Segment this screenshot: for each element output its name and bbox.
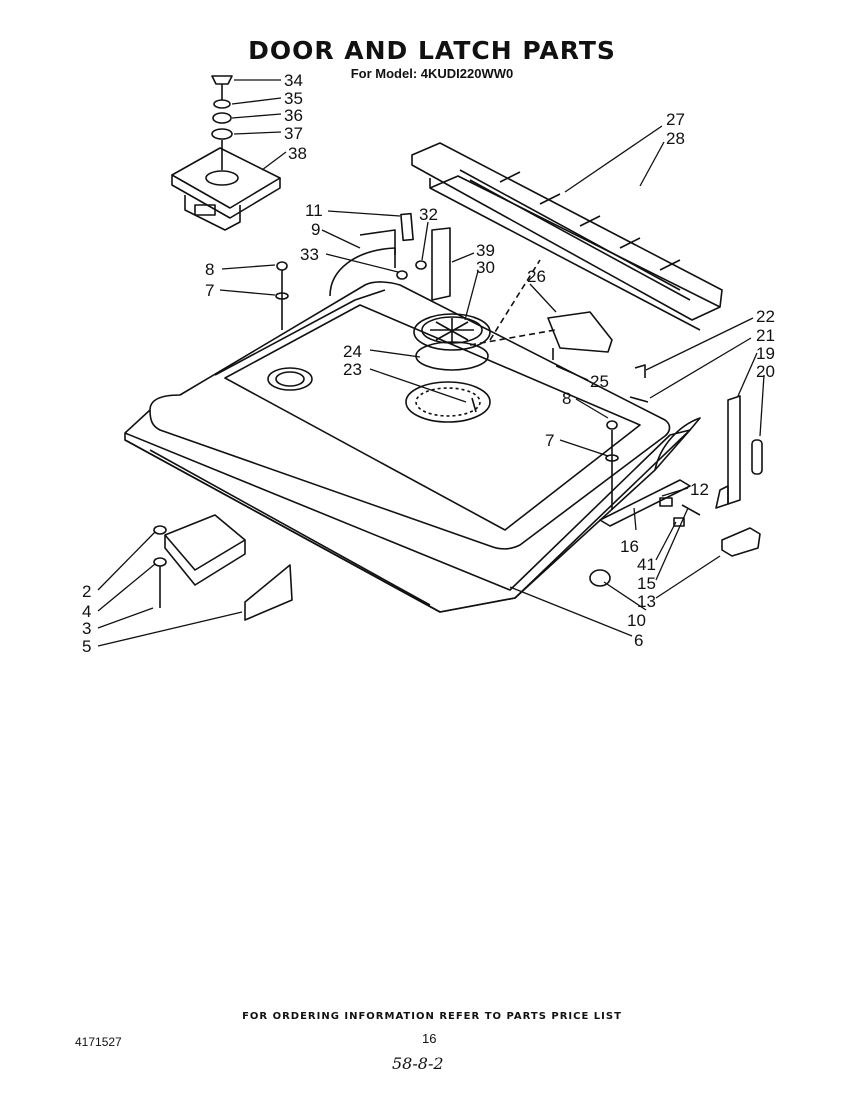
callout-9: 9 — [311, 220, 320, 239]
callout-23: 23 — [343, 360, 362, 379]
knob-34 — [211, 75, 233, 85]
handwritten-note: 58-8-2 — [392, 1054, 444, 1073]
callout-13: 13 — [637, 592, 656, 611]
callout-37: 37 — [284, 124, 303, 143]
plug-10 — [589, 569, 611, 587]
callout-4: 4 — [82, 602, 91, 621]
callout-36: 36 — [284, 106, 303, 125]
callout-19: 19 — [756, 344, 775, 363]
drain-opening-inner — [275, 371, 305, 387]
exploded-parts-diagram: 34 35 36 37 38 27 28 11 9 32 39 30 33 8 … — [82, 71, 775, 656]
callout-16: 16 — [620, 537, 639, 556]
door-panel-bottom-lip — [124, 429, 691, 613]
left-hinge-arc — [329, 247, 396, 297]
page-title: DOOR AND LATCH PARTS — [248, 36, 616, 65]
callout-35: 35 — [284, 89, 303, 108]
drain-opening — [267, 367, 313, 391]
callout-11: 11 — [305, 201, 323, 220]
callout-30: 30 — [476, 258, 495, 277]
vent-seat — [405, 381, 491, 423]
clip-11 — [400, 212, 414, 242]
latch-19 — [727, 395, 741, 505]
callout-12: 12 — [690, 480, 709, 499]
callout-39: 39 — [476, 241, 495, 260]
door-panel-tub — [224, 304, 641, 531]
callout-38: 38 — [288, 144, 307, 163]
callout-2: 2 — [82, 582, 91, 601]
callout-20: 20 — [756, 362, 775, 381]
callout-5: 5 — [82, 637, 91, 656]
callout-21: 21 — [756, 326, 775, 345]
door-panel-inner — [149, 281, 671, 550]
nut-35 — [213, 99, 231, 109]
bracket-26 — [547, 311, 613, 353]
callout-26: 26 — [527, 267, 546, 286]
callout-3: 3 — [82, 619, 91, 638]
callout-41: 41 — [637, 555, 656, 574]
bracket-39 — [431, 227, 451, 301]
latch-housing — [171, 147, 281, 209]
callout-32: 32 — [419, 205, 438, 224]
callout-7-right: 7 — [545, 431, 554, 450]
document-number: 4171527 — [75, 1035, 122, 1049]
callout-28: 28 — [666, 129, 685, 148]
callout-10: 10 — [627, 611, 646, 630]
vent-strip — [411, 142, 723, 321]
vent-ring — [413, 313, 491, 351]
door-panel-rim — [214, 289, 386, 376]
callout-7-left: 7 — [205, 281, 214, 300]
callout-33: 33 — [300, 245, 319, 264]
callout-22: 22 — [756, 307, 775, 326]
callout-8-left: 8 — [205, 260, 214, 279]
callout-15: 15 — [637, 574, 656, 593]
model-subtitle: For Model: 4KUDI220WW0 — [350, 66, 514, 81]
callout-25: 25 — [590, 372, 609, 391]
callout-34: 34 — [284, 71, 303, 90]
callout-6: 6 — [634, 631, 643, 650]
callout-24: 24 — [343, 342, 362, 361]
page-number: 16 — [422, 1031, 437, 1046]
bracket-13 — [721, 527, 761, 557]
washer-37 — [211, 128, 233, 140]
right-hinge-bracket — [654, 417, 701, 471]
callout-27: 27 — [666, 110, 685, 129]
washer-36 — [212, 112, 232, 124]
plate-5 — [244, 564, 293, 621]
ordering-note: FOR ORDERING INFORMATION REFER TO PARTS … — [242, 1011, 622, 1022]
door-panel-edge — [124, 409, 151, 434]
spring-20 — [751, 439, 763, 475]
door-panel-side — [149, 449, 431, 606]
callout-8-right: 8 — [562, 389, 571, 408]
